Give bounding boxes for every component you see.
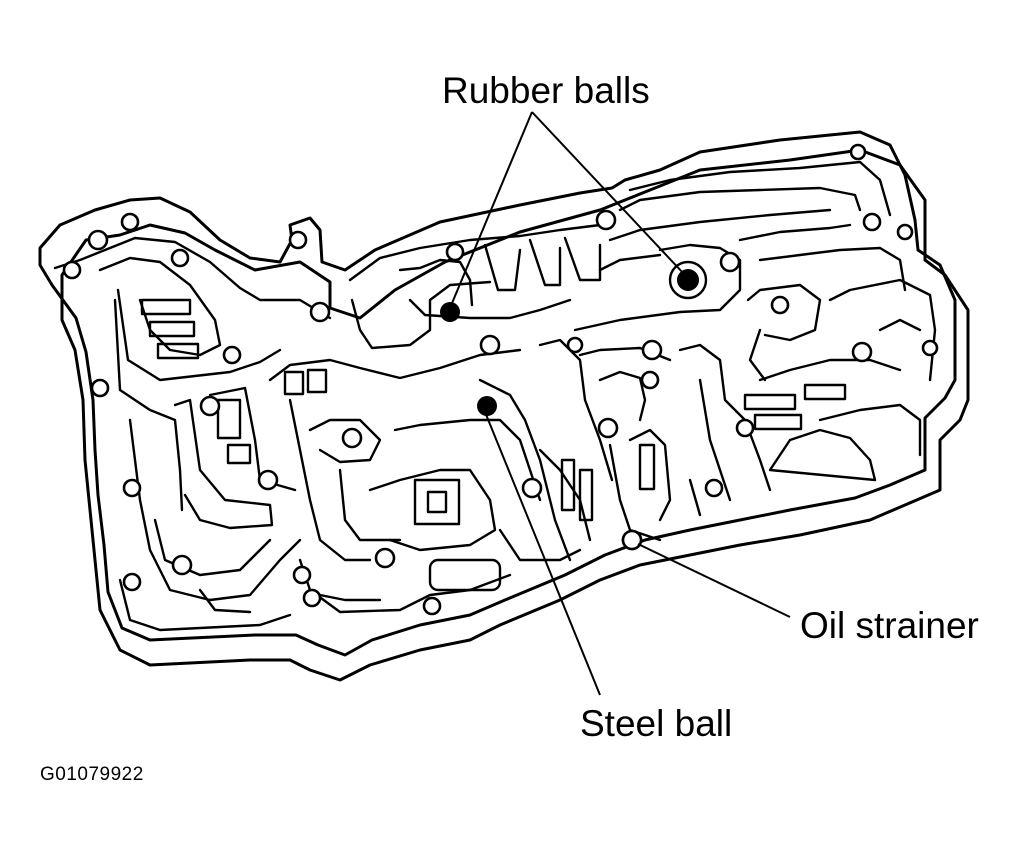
rubber-balls-label: Rubber balls xyxy=(442,70,650,111)
oil-strainer-marker xyxy=(621,529,643,551)
steel-ball xyxy=(477,396,497,416)
leader-lines xyxy=(449,111,791,696)
oil-passages xyxy=(53,160,937,632)
oil-strainer-label: Oil strainer xyxy=(800,605,979,646)
plate-thickness-outline xyxy=(60,148,970,682)
plate-top-outline xyxy=(38,130,957,657)
rubber-ball-left xyxy=(440,302,460,322)
rubber-ball-right xyxy=(677,269,699,291)
figure-code: G01079922 xyxy=(40,764,144,785)
steel-ball-label: Steel ball xyxy=(580,703,733,744)
